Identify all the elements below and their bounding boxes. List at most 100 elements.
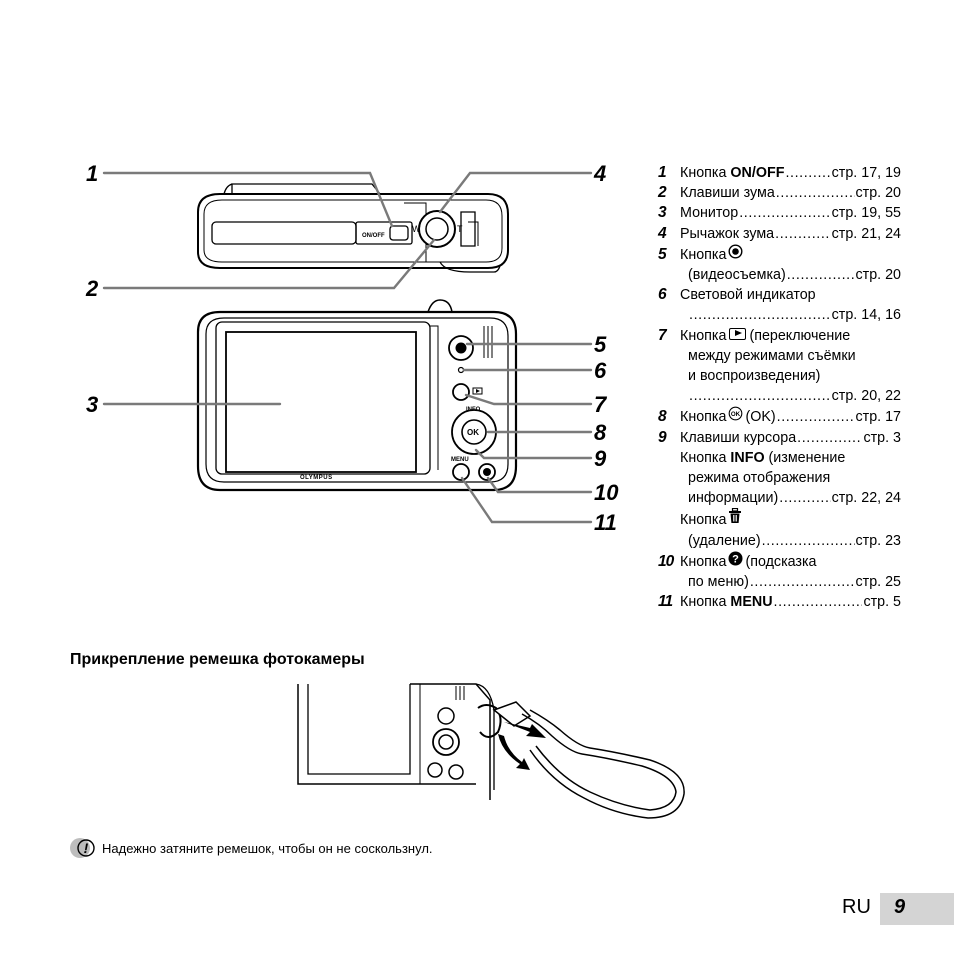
leader-dots [774, 592, 863, 612]
part-text: (OK) [745, 409, 776, 426]
part-text: Кнопка [680, 512, 727, 529]
zoom-w-label: W [412, 224, 421, 234]
part-number: 6 [658, 286, 667, 304]
parts-list-item: 8 Кнопка OK (OK) стр. 17 [658, 406, 901, 427]
leader-dots [689, 305, 831, 325]
part-number: 3 [658, 204, 667, 222]
part-text: Клавиши курсора [680, 429, 797, 446]
page-ref: стр. 23 [855, 532, 902, 549]
parts-list-item-cont: (видеосъемка) стр. 20 [658, 265, 901, 285]
parts-list-item: 2 Клавиши зума стр. 20 [658, 183, 901, 203]
callout-1: 1 [86, 161, 98, 186]
leader-dots [750, 572, 855, 592]
playback-icon [729, 327, 747, 340]
parts-list-item: 10 Кнопка ? (подсказка [658, 551, 901, 572]
page-ref: стр. 20 [855, 267, 902, 284]
callout-9: 9 [594, 446, 607, 471]
page-ref: стр. 25 [855, 574, 902, 591]
leader-dots [787, 265, 855, 285]
part-text: Рычажок зума [680, 225, 775, 242]
part-number: 9 [658, 428, 667, 446]
part-number: 11 [658, 593, 673, 611]
caution-icon: ! [70, 838, 95, 858]
page-ref: стр. 17, 19 [831, 165, 901, 181]
page-ref: стр. 17 [855, 409, 902, 426]
svg-text:?: ? [733, 553, 740, 565]
part-button-name: ON/OFF [730, 165, 785, 181]
trash-icon [729, 508, 742, 524]
callout-6: 6 [594, 358, 607, 383]
leader-dots [785, 163, 830, 183]
parts-list-item-cont: по меню) стр. 25 [658, 572, 901, 592]
callout-8: 8 [594, 420, 607, 445]
menu-label: MENU [451, 457, 469, 463]
part-text: информации) [688, 490, 779, 507]
parts-list-item-cont: Кнопка [658, 508, 901, 530]
parts-list-item: 5 Кнопка [658, 244, 901, 265]
page-language: RU [842, 896, 871, 918]
camera-diagram: ON/OFF W T INFO OK MENU OLYMPUS [85, 161, 619, 535]
page-ref: стр. 3 [863, 429, 901, 446]
callout-lines [102, 171, 593, 524]
parts-list-item: 1 Кнопка ON/OFF стр. 17, 19 [658, 163, 901, 183]
brand-logo: OLYMPUS [300, 475, 333, 481]
parts-list-item-cont: Кнопка INFO (изменение [658, 448, 901, 468]
part-text: Кнопка [680, 409, 727, 426]
part-text: Кнопка [680, 594, 731, 611]
callout-2: 2 [85, 276, 99, 301]
ok-label: OK [467, 428, 479, 437]
strap-illustration [297, 683, 685, 819]
page-ref: стр. 14, 16 [831, 307, 901, 324]
parts-list-item: 6 Световой индикатор [658, 285, 901, 305]
part-text: (удаление) [688, 532, 761, 549]
leader-dots [689, 386, 831, 406]
part-text: (подсказка [745, 553, 817, 570]
part-text: Световой индикатор [680, 287, 816, 304]
page-ref: стр. 20 [855, 185, 902, 202]
page-ref: стр. 5 [863, 594, 901, 611]
part-text: (видеосъемка) [688, 267, 786, 284]
part-text: между режимами съёмки [688, 347, 856, 364]
part-number: 10 [658, 552, 674, 570]
part-number: 8 [658, 408, 667, 426]
callout-4: 4 [593, 161, 606, 186]
parts-list-item-cont: информации) стр. 22, 24 [658, 488, 901, 508]
part-text: Кнопка [680, 327, 727, 344]
part-number: 1 [658, 164, 667, 181]
camera-back-view [196, 299, 518, 492]
page-ref: стр. 19, 55 [831, 205, 901, 222]
svg-text:OK: OK [731, 411, 741, 418]
part-text: (изменение [764, 449, 846, 466]
part-text: Кнопка [680, 246, 727, 263]
parts-list-item: 3 Монитор стр. 19, 55 [658, 203, 901, 223]
ok-icon: OK [729, 407, 743, 421]
part-text: Кнопка [680, 553, 727, 570]
callout-3: 3 [86, 392, 98, 417]
part-number: 4 [658, 224, 667, 242]
camera-top-view [197, 183, 509, 273]
parts-list-item: 11 Кнопка MENU стр. 5 [658, 592, 901, 612]
parts-list-item-cont: стр. 14, 16 [658, 305, 901, 325]
page-ref: стр. 22, 24 [831, 490, 901, 507]
movie-record-icon [728, 244, 743, 259]
page-number-tab [880, 893, 954, 925]
parts-list-item: 9 Клавиши курсора стр. 3 [658, 428, 901, 448]
page-ref: стр. 20, 22 [831, 388, 901, 405]
part-number: 7 [658, 326, 667, 344]
power-label: ON/OFF [362, 233, 385, 239]
part-text: по меню) [688, 574, 749, 591]
leader-dots [777, 407, 855, 427]
leader-dots [797, 428, 862, 448]
zoom-t-label: T [457, 224, 463, 234]
part-button-name: INFO [730, 449, 765, 466]
caution-text: Надежно затяните ремешок, чтобы он не со… [102, 841, 433, 856]
section-title: Прикрепление ремешка фотокамеры [70, 651, 365, 668]
help-icon: ? [728, 551, 743, 566]
page-number: 9 [894, 896, 906, 918]
part-text: Кнопка [680, 449, 731, 466]
callout-11: 11 [594, 510, 617, 535]
part-text: Монитор [680, 205, 739, 222]
part-text: и воспроизведения) [688, 368, 821, 385]
part-number: 2 [658, 184, 667, 202]
parts-list-item-cont: и воспроизведения) [658, 366, 901, 386]
